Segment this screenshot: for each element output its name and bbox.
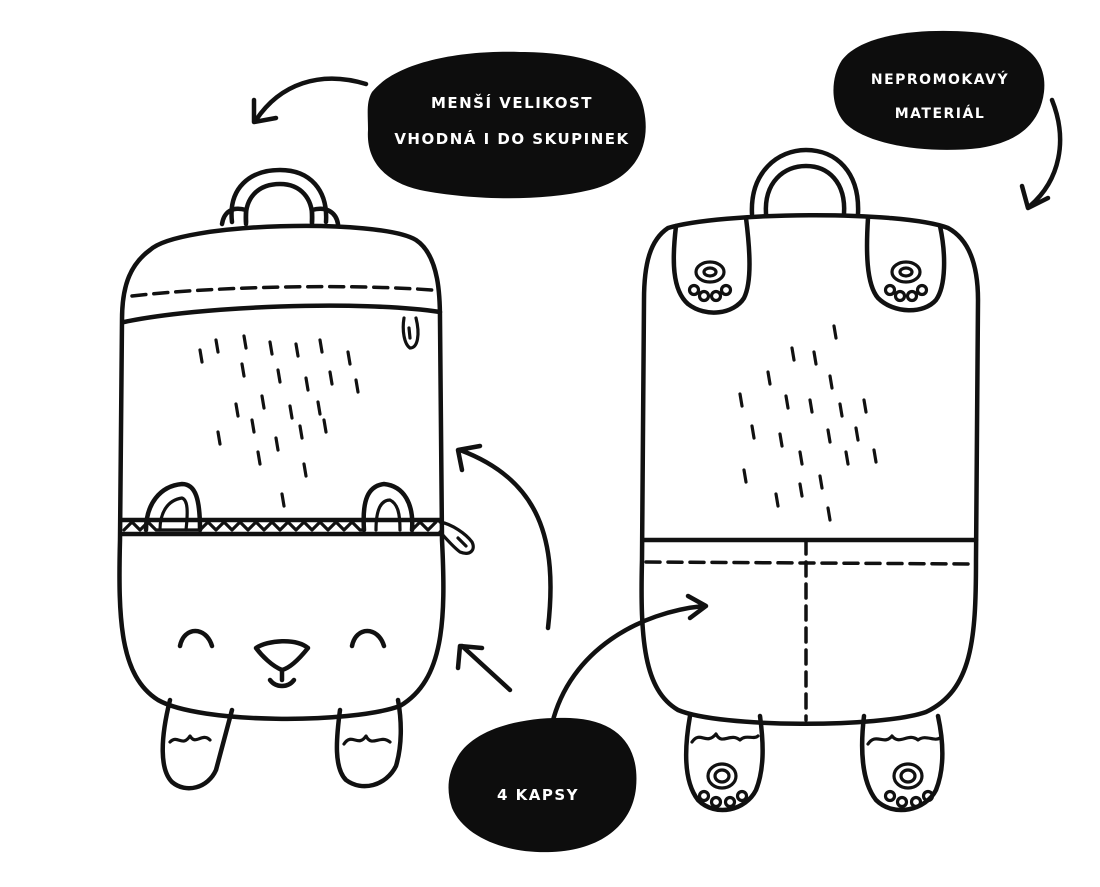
label-size: MENŠÍ VELIKOST VHODNÁ I DO SKUPINEK (367, 51, 646, 199)
label-size-line2: VHODNÁ I DO SKUPINEK (394, 129, 629, 148)
pocket-zipper-pull-icon (438, 520, 475, 555)
label-pockets: 4 KAPSY (448, 717, 637, 853)
back-backpack (639, 147, 981, 813)
back-handle-icon (749, 147, 861, 217)
back-fur-marks (738, 324, 878, 522)
back-body-outline (639, 213, 981, 726)
handle-icon (219, 167, 341, 227)
label-pockets-text: 4 KAPSY (497, 786, 579, 804)
front-fur-marks (198, 334, 360, 508)
paw-icon (697, 762, 935, 809)
strap-paws (671, 215, 947, 315)
arrow-icon (251, 76, 1063, 727)
face-icon (177, 628, 387, 689)
zipper-pull-icon (401, 316, 420, 350)
front-ears (143, 481, 415, 533)
front-body-outline (117, 223, 446, 722)
front-backpack (117, 167, 475, 791)
label-size-line1: MENŠÍ VELIKOST (431, 93, 593, 112)
back-legs (683, 713, 945, 813)
label-material-line2: MATERIÁL (895, 105, 986, 122)
label-material: NEPROMOKAVÝ MATERIÁL (833, 30, 1045, 150)
label-material-line1: NEPROMOKAVÝ (871, 70, 1009, 88)
front-legs (160, 697, 404, 791)
